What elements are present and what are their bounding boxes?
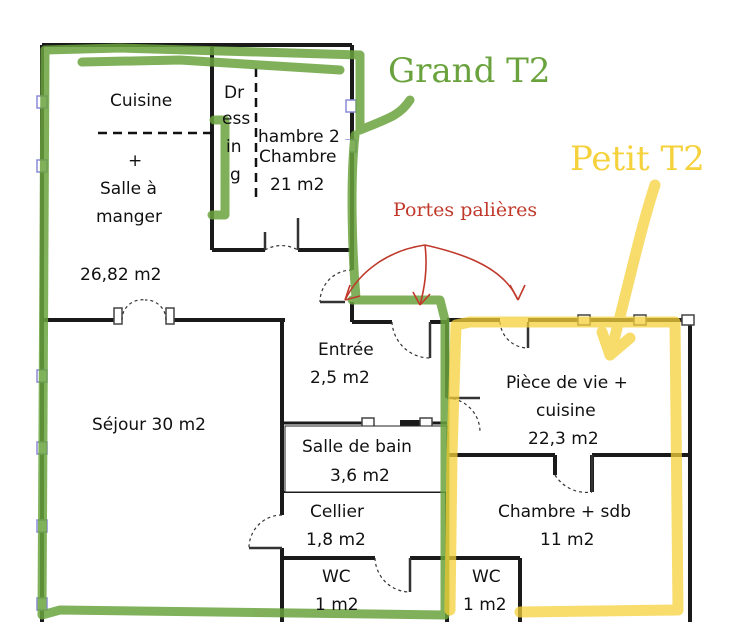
door-leaves (249, 218, 594, 592)
room-entree-area: 2,5 m2 (310, 368, 370, 388)
red-arrows (344, 244, 526, 306)
label-petit-t2: Petit T2 (570, 139, 705, 179)
room-dressing-4: g (230, 165, 241, 185)
sdb-label-box (284, 425, 448, 493)
room-sdb: Salle de bain (302, 437, 412, 457)
label-grand-t2: Grand T2 (388, 51, 550, 91)
room-cellier: Cellier (310, 502, 364, 522)
room-sdb-area: 3,6 m2 (330, 466, 390, 486)
room-chambre-ghost: hambre 2 (258, 127, 340, 147)
room-wc1: WC (322, 567, 351, 587)
room-salle-a: Salle à (100, 179, 157, 199)
room-dressing-2: ess (222, 109, 250, 129)
room-piece-vie-area: 22,3 m2 (528, 429, 599, 449)
room-cellier-area: 1,8 m2 (306, 530, 366, 550)
grand-t2-outline (37, 43, 450, 620)
room-chambre: Chambre (259, 147, 337, 167)
room-dressing-3: in (226, 137, 242, 157)
label-portes-palieres: Portes palières (393, 199, 537, 221)
room-manger: manger (96, 207, 162, 227)
room-piece-vie-2: cuisine (536, 401, 596, 421)
room-cuisine: Cuisine (110, 91, 172, 111)
room-chambre-sdb-area: 11 m2 (540, 530, 594, 550)
petit-t2-outline (444, 179, 684, 618)
room-chambre-sdb: Chambre + sdb (498, 502, 631, 522)
room-sejour: Séjour 30 m2 (92, 415, 206, 435)
room-plus: + (128, 151, 142, 171)
room-entree: Entrée (318, 340, 374, 360)
room-piece-vie-1: Pièce de vie + (506, 373, 628, 393)
doors (121, 244, 593, 593)
chambre-label-box (258, 140, 350, 200)
room-wc1-area: 1 m2 (315, 595, 359, 615)
room-dressing-1: Dr (224, 83, 244, 103)
room-chambre-area: 21 m2 (270, 175, 324, 195)
room-wc2-area: 1 m2 (463, 595, 507, 615)
room-cuisine-area: 26,82 m2 (80, 265, 161, 285)
room-wc2: WC (472, 567, 501, 587)
